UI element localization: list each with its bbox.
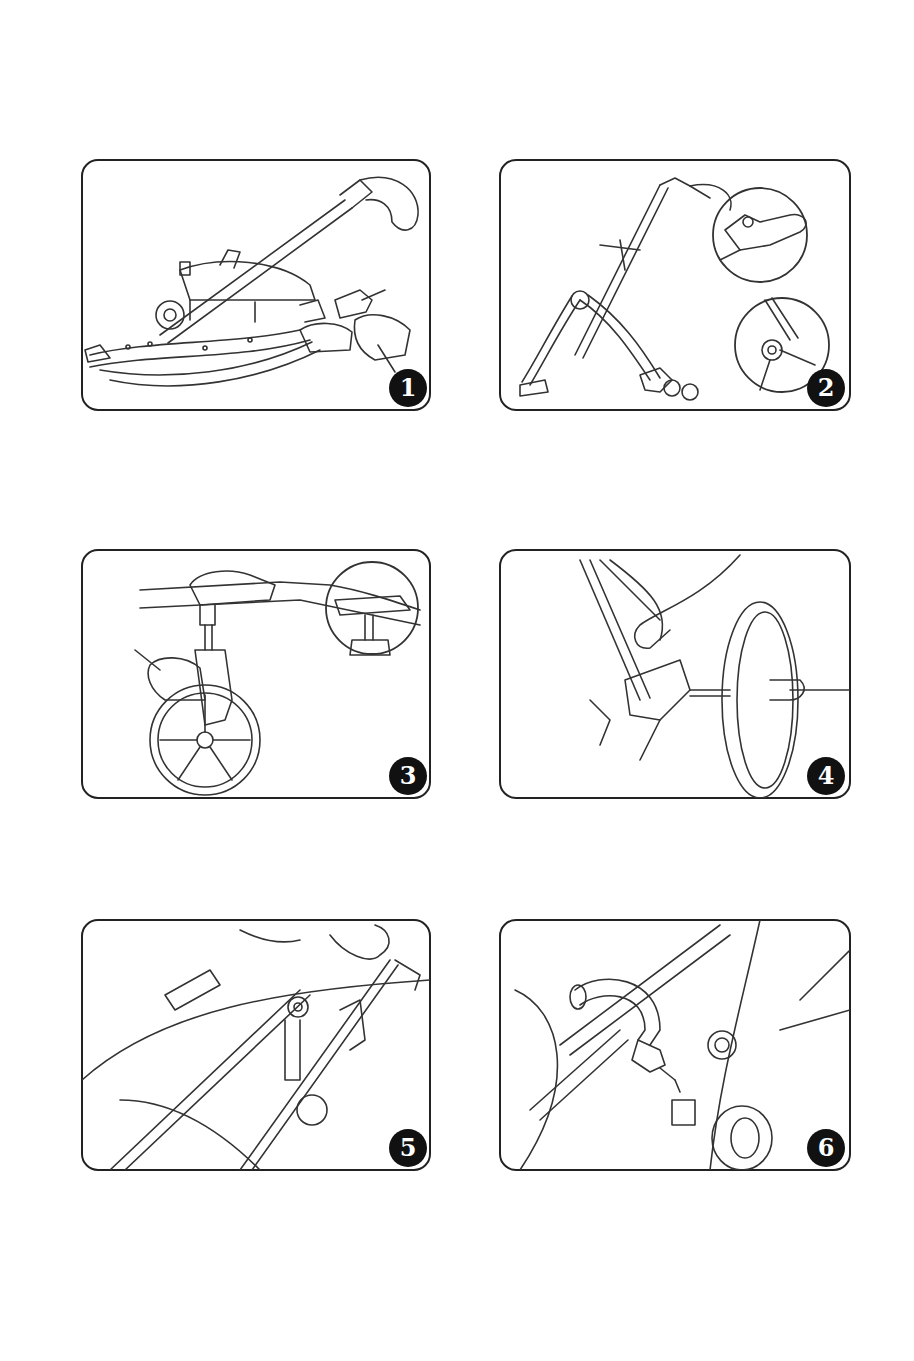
callout-text: 4: [818, 764, 835, 788]
front-wheel: [135, 562, 420, 795]
callout-number: 2: [807, 369, 845, 407]
callout-text: 1: [400, 376, 417, 400]
unfolded-stroller: [520, 178, 829, 400]
callout-number: 3: [389, 757, 427, 795]
callout-text: 5: [400, 1136, 417, 1160]
callout-text: 6: [818, 1136, 835, 1160]
callout-number: 4: [807, 757, 845, 795]
bumper-bar: [515, 920, 850, 1170]
canopy-frame: [82, 925, 430, 1170]
callout-number: 6: [807, 1129, 845, 1167]
panel-frame: [82, 160, 850, 1170]
callout-number: 5: [389, 1129, 427, 1167]
folded-stroller: [85, 177, 418, 386]
rear-wheel: [580, 555, 850, 798]
callout-text: 3: [400, 764, 417, 788]
callout-text: 2: [818, 376, 835, 400]
callout-number: 1: [389, 369, 427, 407]
